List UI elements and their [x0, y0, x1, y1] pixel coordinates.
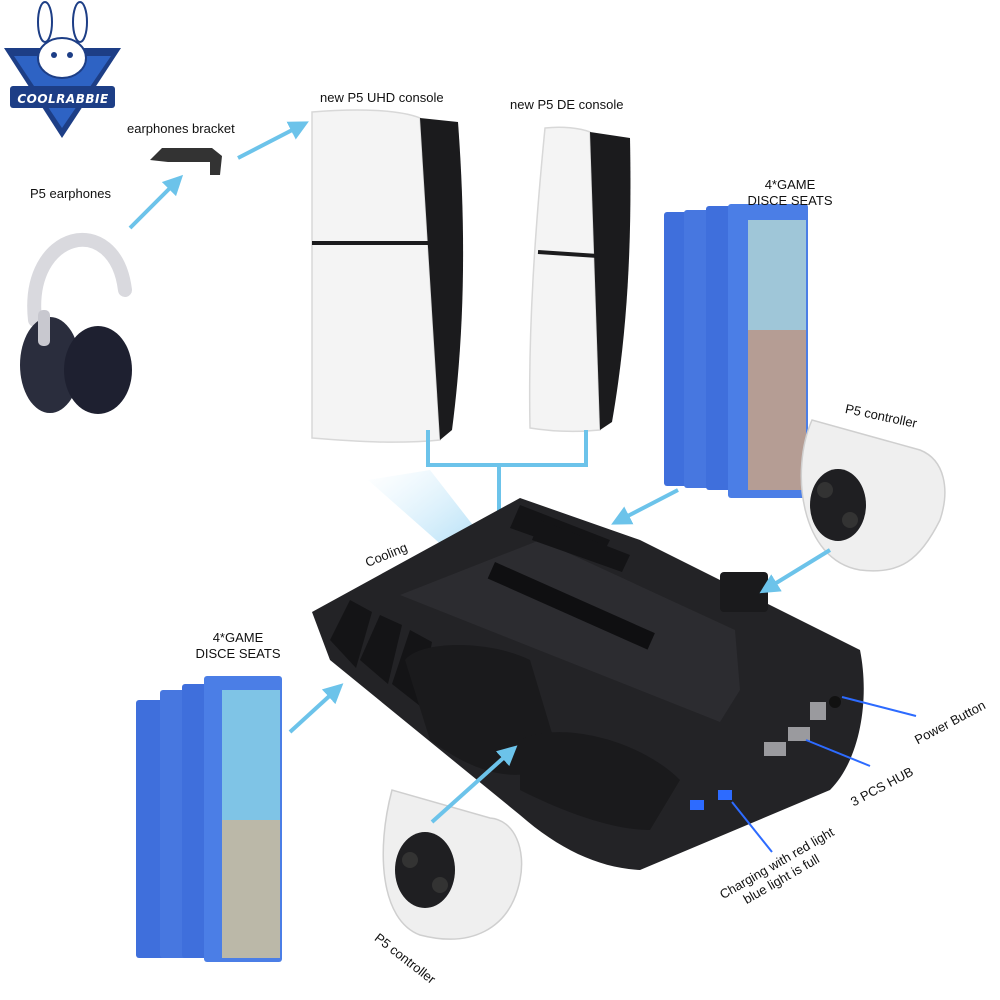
de-console-image	[528, 126, 631, 433]
brand-name: COOLRABBIE	[17, 92, 109, 106]
game-seats-left-label: 4*GAME DISCE SEATS	[188, 630, 288, 662]
game-seats-top-label: 4*GAME DISCE SEATS	[740, 177, 840, 209]
game-seats-top-line2: DISCE SEATS	[747, 193, 833, 208]
game-discs-top-image	[664, 204, 808, 498]
uhd-console-image	[311, 109, 464, 443]
earphones-bracket-label: earphones bracket	[127, 121, 235, 136]
game-seats-left-line1: 4*GAME	[212, 630, 264, 645]
game-discs-left-image	[136, 676, 282, 962]
brand-logo: COOLRABBIE	[0, 0, 125, 140]
p5-earphones-label: P5 earphones	[30, 186, 111, 201]
earphones-bracket-image	[150, 148, 222, 175]
uhd-console-label: new P5 UHD console	[320, 90, 444, 105]
controller-top-image	[800, 419, 946, 572]
controller-bottom-image	[382, 789, 523, 940]
headphones-image	[20, 232, 132, 414]
game-seats-top-line1: 4*GAME	[764, 177, 816, 192]
de-console-label: new P5 DE console	[510, 97, 624, 112]
charging-stand-image	[312, 498, 864, 870]
game-seats-left-line2: DISCE SEATS	[195, 646, 281, 661]
